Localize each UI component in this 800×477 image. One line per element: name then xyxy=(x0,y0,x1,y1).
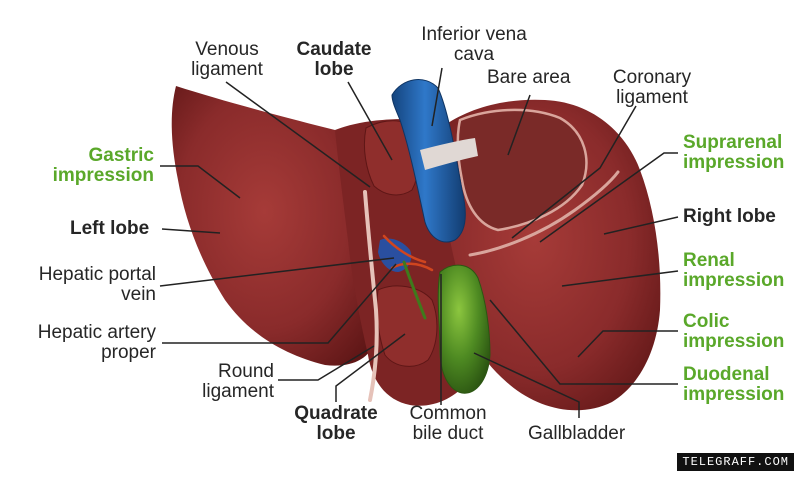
label-duodenal-impression: Duodenal impression xyxy=(683,364,785,405)
label-bare-area: Bare area xyxy=(487,67,571,88)
label-suprarenal-impression: Suprarenal impression xyxy=(683,132,785,173)
label-quadrate-lobe: Quadrate lobe xyxy=(294,403,378,444)
leader-renal-impression xyxy=(561,270,679,287)
ivc-ligament-band xyxy=(420,138,478,170)
label-round-ligament: Round ligament xyxy=(202,361,274,402)
leader-hepatic-portal-vein xyxy=(159,257,395,287)
label-hepatic-portal-vein: Hepatic portal vein xyxy=(38,264,156,305)
label-colic-impression: Colic impression xyxy=(683,311,785,352)
leader-hepatic-artery-proper xyxy=(162,263,397,344)
leader-venous-ligament xyxy=(225,81,371,188)
label-gallbladder: Gallbladder xyxy=(528,423,626,444)
leader-right-lobe xyxy=(603,216,679,235)
leader-quadrate-lobe xyxy=(335,333,406,402)
quadrate-lobe-shape xyxy=(376,285,438,367)
label-venous-ligament: Venous ligament xyxy=(191,39,263,80)
hepatic-artery-shape xyxy=(382,234,434,272)
label-inferior-vena-cava: Inferior vena cava xyxy=(421,24,527,65)
leader-gallbladder xyxy=(473,352,580,418)
leader-left-lobe xyxy=(161,228,221,234)
leader-round-ligament xyxy=(278,345,375,381)
leader-duodenal-impression xyxy=(489,299,678,385)
leader-inferior-vena-cava xyxy=(431,67,443,127)
label-coronary-ligament: Coronary ligament xyxy=(612,67,692,108)
leader-gastric-impression xyxy=(160,165,241,199)
leader-coronary-ligament xyxy=(511,105,637,239)
watermark: TELEGRAFF.COM xyxy=(677,453,794,471)
label-gastric-impression: Gastric impression xyxy=(52,145,154,186)
leader-lines xyxy=(159,67,679,418)
label-common-bile-duct: Common bile duct xyxy=(409,403,487,444)
leader-bare-area xyxy=(507,94,531,156)
label-left-lobe: Left lobe xyxy=(70,218,150,239)
bile-duct-shape xyxy=(402,260,427,320)
round-ligament-shape xyxy=(363,190,379,402)
bare-area-shape xyxy=(456,108,588,232)
leader-colic-impression xyxy=(577,330,678,358)
label-renal-impression: Renal impression xyxy=(683,250,785,291)
label-hepatic-artery-proper: Hepatic artery proper xyxy=(37,322,156,363)
coronary-ligament-shape xyxy=(468,170,620,257)
leader-caudate-lobe xyxy=(347,81,393,161)
label-right-lobe: Right lobe xyxy=(683,206,776,227)
label-caudate-lobe: Caudate lobe xyxy=(296,39,372,80)
gallbladder-shape xyxy=(437,264,491,394)
leader-suprarenal-impression xyxy=(539,152,678,243)
